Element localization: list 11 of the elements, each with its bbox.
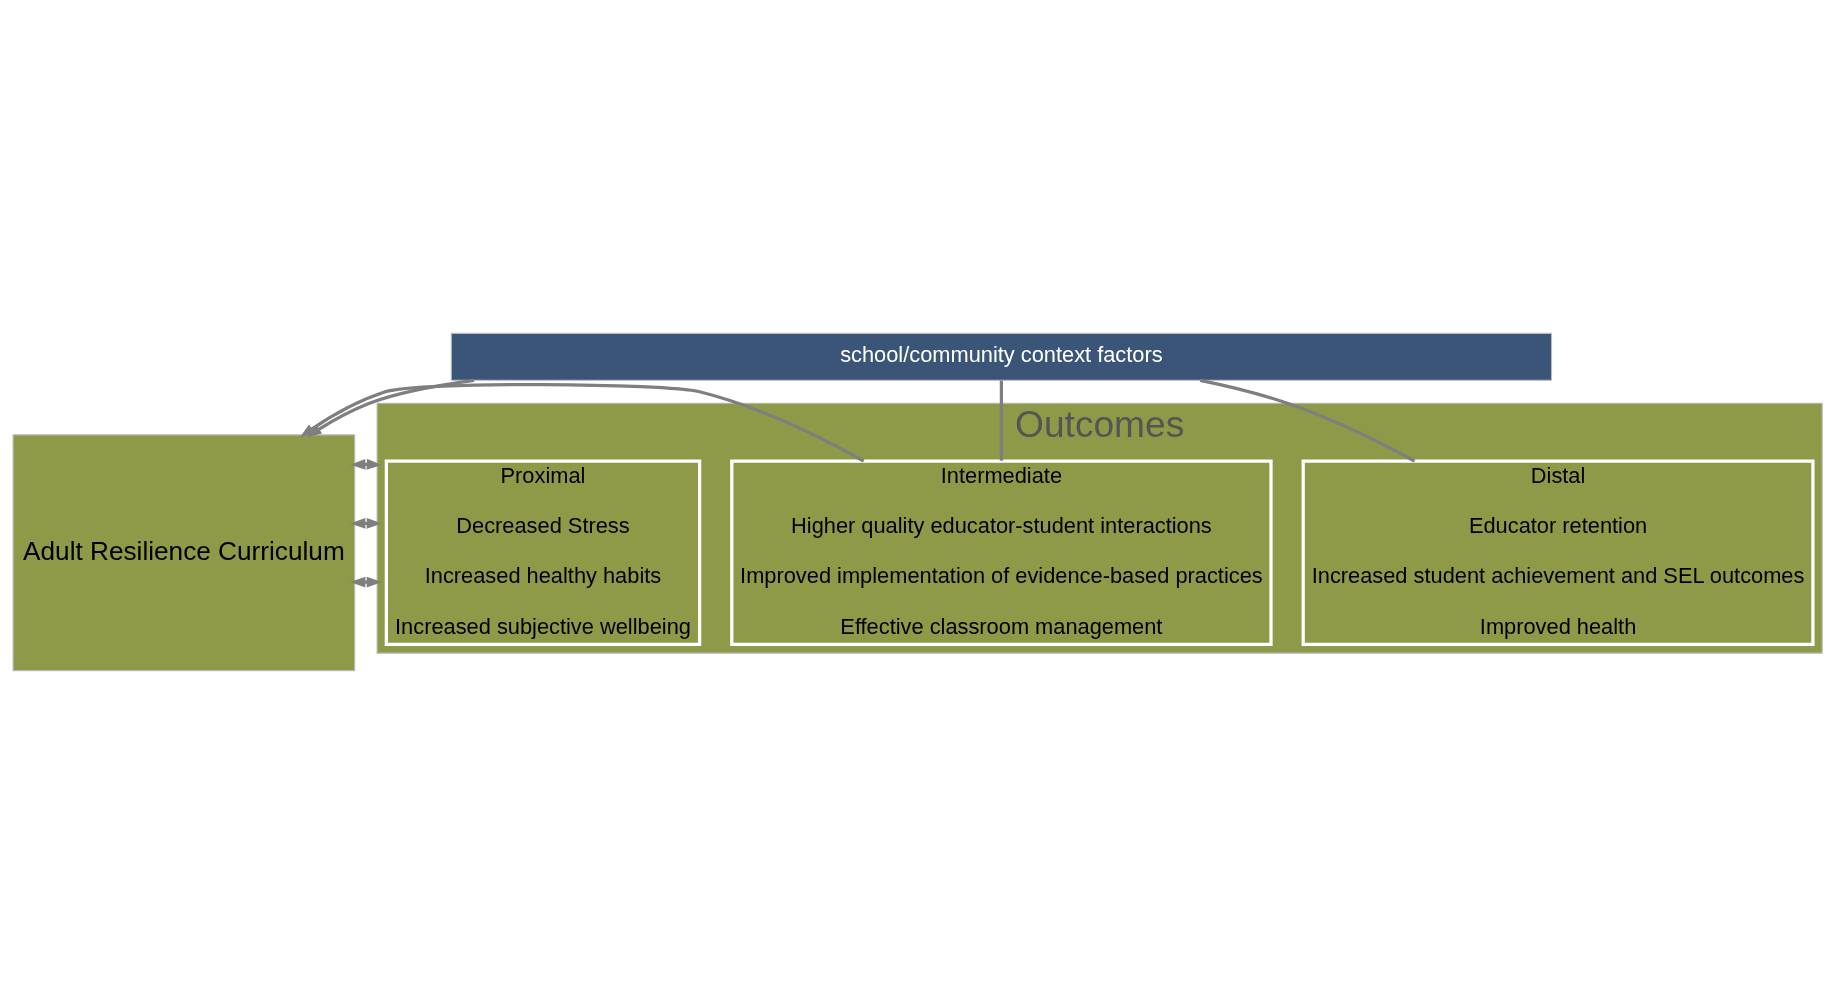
arrow bbox=[306, 378, 475, 438]
node-box: Intermediate Higher quality educator-student interactions Improved implementation of evidence-based practices Effective classroom management bbox=[730, 459, 1273, 647]
arrow bbox=[350, 517, 383, 529]
connector bbox=[999, 380, 1004, 461]
node-box: Adult Resilience Curriculum bbox=[12, 434, 356, 672]
node-box: school/community context factors bbox=[450, 332, 1553, 381]
arrow bbox=[350, 576, 383, 588]
connector bbox=[1199, 378, 1416, 463]
node-box: Distal Educator retention Increased student achievement and SEL outcomes Improved health bbox=[1301, 459, 1815, 647]
node-box: Proximal Decreased Stress Increased healthy habits Increased subjective wellbeing bbox=[384, 459, 702, 647]
arrow bbox=[299, 382, 865, 463]
